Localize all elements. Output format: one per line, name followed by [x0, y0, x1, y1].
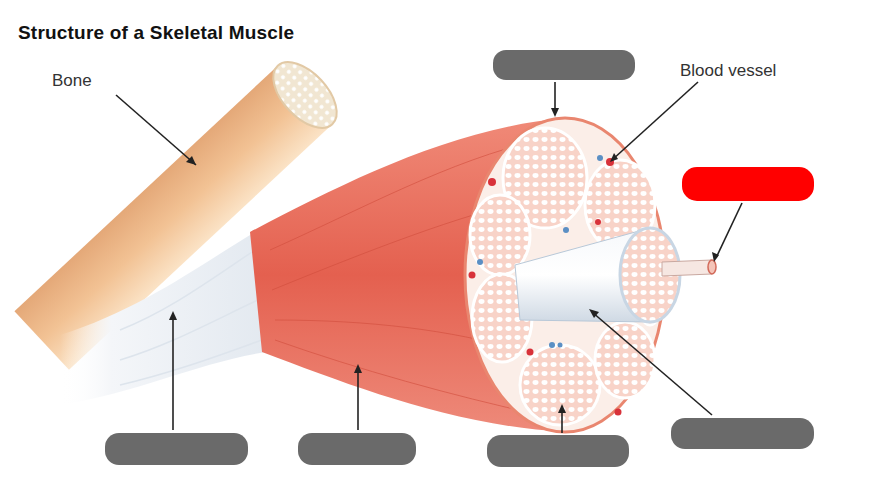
diagram-title: Structure of a Skeletal Muscle: [18, 22, 294, 44]
part-label: Blood vessel: [680, 61, 776, 81]
part-label: Bone: [52, 71, 92, 91]
